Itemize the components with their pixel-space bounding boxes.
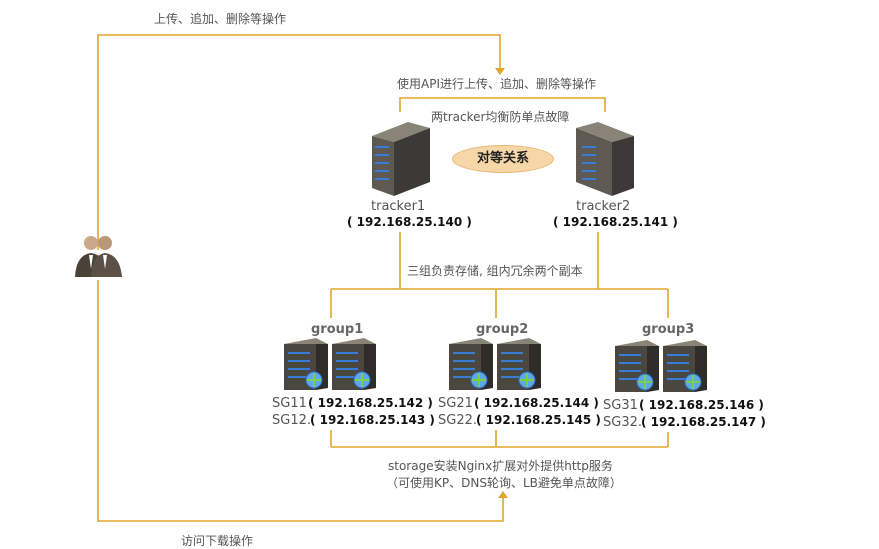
peer-relation-badge: 对等关系	[452, 145, 554, 173]
sg22-id: SG22.	[438, 413, 477, 428]
nginx-label-line1: storage安装Nginx扩展对外提供http服务	[388, 459, 613, 473]
sg12-id: SG12.	[272, 413, 311, 428]
tracker1-server-icon	[372, 122, 430, 196]
group3-label: group3	[642, 322, 695, 337]
sg21-id: SG21	[438, 396, 473, 411]
users-icon	[75, 236, 122, 277]
tracker1-name: tracker1	[371, 199, 426, 214]
sg11-ip: ( 192.168.25.142 )	[308, 396, 433, 410]
group1-label: group1	[311, 322, 364, 337]
tracker2-name: tracker2	[576, 199, 631, 214]
storage-desc-label: 三组负责存储, 组内冗余两个副本	[407, 264, 583, 278]
group3-storage-servers-icon	[615, 340, 707, 392]
upload-flow-label: 上传、追加、删除等操作	[154, 12, 287, 26]
group2-storage-servers-icon	[449, 338, 541, 390]
tracker-balance-label: 两tracker均衡防单点故障	[431, 110, 570, 124]
tracker1-ip: ( 192.168.25.140 )	[347, 215, 472, 229]
sg31-ip: ( 192.168.25.146 )	[639, 398, 764, 412]
api-flow-label: 使用API进行上传、追加、删除等操作	[397, 77, 596, 91]
sg22-ip: ( 192.168.25.145 )	[476, 413, 601, 427]
sg31-id: SG31	[603, 398, 638, 413]
sg11-id: SG11	[272, 396, 307, 411]
group1-storage-servers-icon	[284, 338, 376, 390]
sg12-ip: ( 192.168.25.143 )	[310, 413, 435, 427]
sg32-ip: ( 192.168.25.147 )	[641, 415, 766, 429]
tracker2-server-icon	[576, 122, 634, 196]
nginx-label-line2: （可使用KP、DNS轮询、LB避免单点故障）	[386, 476, 622, 490]
group2-label: group2	[476, 322, 529, 337]
download-flow-label: 访问下载操作	[181, 534, 254, 548]
sg21-ip: ( 192.168.25.144 )	[474, 396, 599, 410]
sg32-id: SG32.	[603, 415, 642, 430]
tracker2-ip: ( 192.168.25.141 )	[553, 215, 678, 229]
